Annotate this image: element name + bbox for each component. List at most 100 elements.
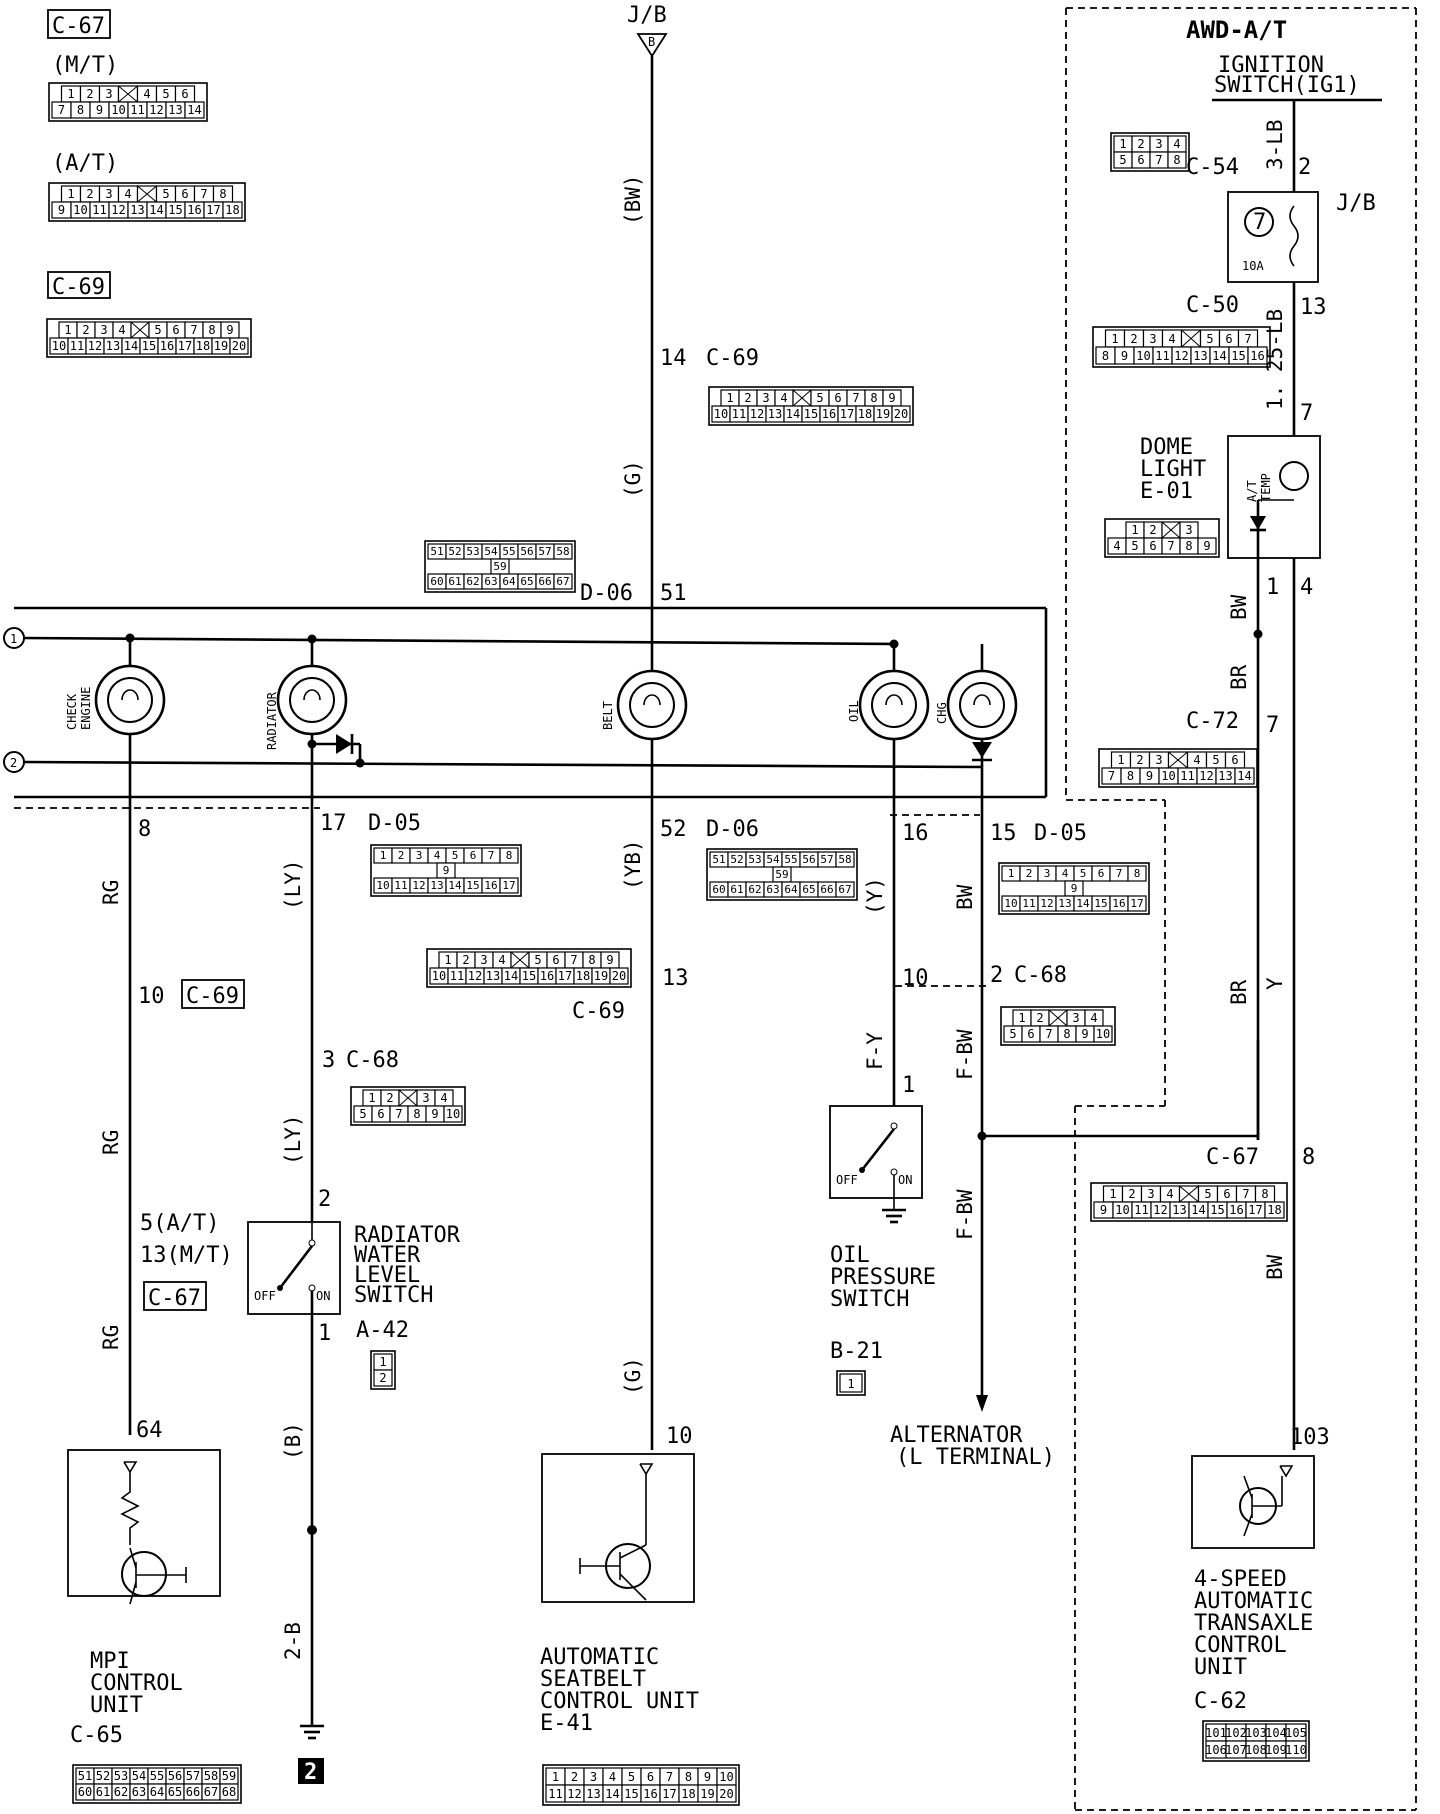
c68-label-right: C-68 (1014, 963, 1067, 988)
connector-cell (891, 405, 911, 423)
pin-8: 8 (138, 817, 151, 842)
connector-pin-label: 108 (1245, 1743, 1267, 1757)
connector-pin-label: 2 (1149, 523, 1156, 537)
connector-pin-label: 7 (1167, 539, 1174, 553)
connector-pin-label: 9 (226, 323, 233, 337)
connector-pin-label: 102 (1225, 1726, 1247, 1740)
connector-pin-label: 15 (1231, 349, 1245, 363)
connector-pin-label: 67 (556, 575, 569, 588)
connector-pin-label: 67 (204, 1785, 218, 1799)
connector-pin-label: 12 (1199, 769, 1213, 783)
d06-label-upper: D-06 (580, 581, 633, 606)
c67-label-left: C-67 (148, 1286, 201, 1311)
connector-pin-label: 1 (1109, 1187, 1116, 1201)
connector-pin-label: 16 (1250, 349, 1264, 363)
connector-pin-label: 3 (1155, 137, 1162, 151)
connector-pin-label: 7 (852, 391, 859, 405)
pin-14: 14 (660, 346, 687, 371)
connector-pin-label: 6 (470, 849, 477, 862)
connector-cell (1197, 537, 1217, 555)
c69-label-lower: C-69 (572, 999, 625, 1024)
check-engine-circuit: CHECK ENGINE 8 RG 10 C-69 RG 5(A/T) 13(M… (65, 638, 245, 1804)
connector-pin-label: 15 (804, 407, 818, 421)
connector-pin-label: 12 (1040, 897, 1053, 910)
dome-at-temp-box (1227, 435, 1321, 559)
c67-label-right: C-67 (1206, 1145, 1259, 1170)
connector-pin-label: 61 (730, 883, 743, 896)
connector-pin-label: 51 (430, 545, 443, 558)
connector-pin-label: 2 (379, 1371, 386, 1385)
connector-pin-label: 8 (77, 103, 84, 117)
c69-label-left: C-69 (186, 984, 239, 1009)
connector-pin-label: 59 (775, 868, 788, 881)
connector-cell (1247, 346, 1268, 365)
connector-pin-label: 55 (150, 1769, 164, 1783)
connector-pin-label: 5 (1119, 153, 1126, 167)
connector-pin-label: 5 (1212, 753, 1219, 767)
connector-pin-label: 5 (1204, 1187, 1211, 1201)
connector-pin-label: 10 (73, 203, 87, 217)
connector-pin-label: 4 (143, 87, 150, 101)
connector-pin-label: 17 (206, 203, 220, 217)
connector-pin-label: 2 (1136, 753, 1143, 767)
connector-pin-label: 63 (766, 883, 779, 896)
connector-pin-label: 2 (744, 391, 751, 405)
connector-pin-label: 9 (1100, 1203, 1107, 1217)
connector-pin-label: 1 (1008, 867, 1015, 880)
connector-pin-label: 11 (1022, 897, 1035, 910)
connector-pin-label: 1 (552, 1770, 559, 1784)
connector-pin-label: 16 (822, 407, 836, 421)
connector-pin-label: 19 (214, 339, 228, 353)
c72-label: C-72 (1186, 709, 1239, 734)
connector-pin-label: 9 (1146, 769, 1153, 783)
connector-pin-label: 56 (168, 1769, 182, 1783)
connector-pin-label: 66 (186, 1785, 200, 1799)
d05-label-right: D-05 (1034, 821, 1087, 846)
ground-2-badge (298, 1758, 324, 1784)
connector-cell (499, 847, 519, 864)
c68-label-left: C-68 (346, 1048, 399, 1073)
connector-pin-label: 6 (647, 1770, 654, 1784)
connector-pin-label: 5 (1080, 867, 1087, 880)
jb-label-right: J/B (1336, 191, 1376, 216)
connector-pin-label: 103 (1245, 1726, 1267, 1740)
connector-pin-label: 11 (732, 407, 746, 421)
connector-pin-label: 1 (67, 187, 74, 201)
connector-pin-label: 6 (181, 87, 188, 101)
wire-yb-label: (YB) (621, 839, 645, 890)
connector-pin-label: 9 (58, 203, 65, 217)
connector-pin-label: 10 (376, 879, 389, 892)
connector-pin-label: 10 (52, 339, 66, 353)
connector-pin-label: 18 (576, 969, 590, 983)
connector-cell (835, 851, 855, 868)
wire-y-label: (Y) (863, 877, 887, 915)
connector-pin-label: 12 (149, 103, 163, 117)
connector-pin-label: 16 (484, 879, 497, 892)
connector-pin-label: 65 (802, 883, 815, 896)
connector-pin-label: 2 (1128, 1187, 1135, 1201)
wire-125lb-label: 1. 25-LB (1263, 309, 1287, 410)
connector-pin-label: 1 (67, 87, 74, 101)
connector-pin-label: 9 (431, 1107, 438, 1121)
connector-pin-label: 14 (1076, 897, 1090, 910)
connector-pin-label: 6 (1137, 153, 1144, 167)
connector-pin-label: 2 (82, 323, 89, 337)
tcu-label-3: TRANSAXLE (1194, 1611, 1313, 1636)
connector-pin-label: 16 (540, 969, 554, 983)
connector-cell (609, 967, 629, 985)
tcu-label-5: UNIT (1194, 1655, 1247, 1680)
connector-pin-label: 18 (858, 407, 872, 421)
connector-pin-label: 9 (606, 953, 613, 967)
connector-pin-label: 67 (838, 883, 851, 896)
connector-pin-label: 7 (58, 103, 65, 117)
pin-10-seatbelt: 10 (666, 1424, 693, 1449)
connector-pin-label: 60 (712, 883, 725, 896)
wire-y-label-2: Y (1263, 977, 1287, 990)
